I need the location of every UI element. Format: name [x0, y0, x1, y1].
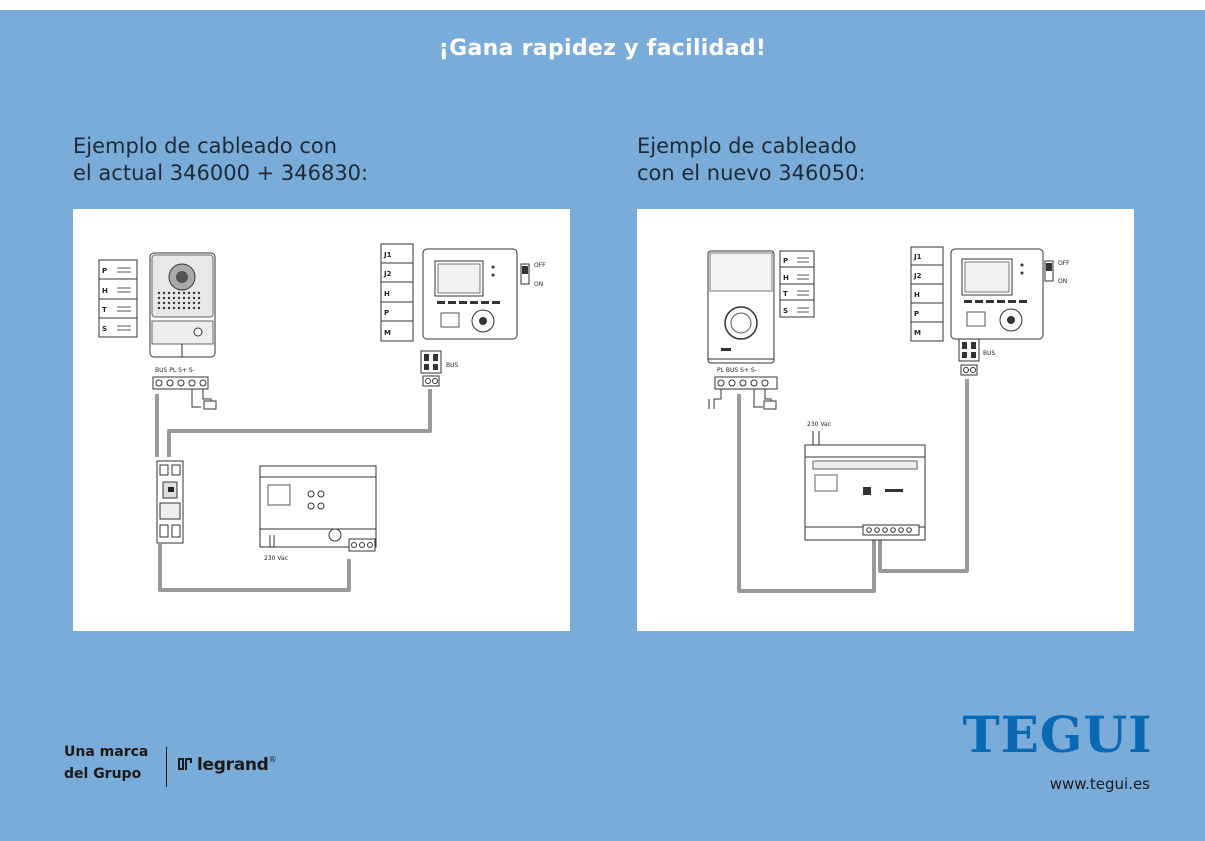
key-label: H — [783, 274, 789, 282]
monitor-bus-connector — [958, 338, 980, 376]
registered-mark: ® — [268, 755, 277, 764]
key-label: T — [102, 306, 107, 314]
caption-line-1: Ejemplo de cableado — [637, 134, 857, 158]
marca-line-1: Una marca — [64, 744, 149, 760]
monitor-key-label: H — [384, 290, 390, 298]
key-label: S — [783, 307, 788, 315]
door-panel-key-card: P H T S — [779, 250, 815, 318]
power-supply-module — [259, 465, 377, 552]
caption-current-wiring: Ejemplo de cableado con el actual 346000… — [73, 133, 368, 187]
video-monitor — [422, 248, 518, 340]
aux-wires — [708, 389, 722, 409]
page-title: ¡Gana rapidez y facilidad! — [438, 36, 767, 61]
power-supply-module — [804, 444, 926, 541]
key-label: P — [783, 257, 788, 265]
mains-wires — [812, 431, 820, 445]
legrand-logo: legrand® — [177, 755, 277, 775]
legrand-wordmark: legrand — [197, 755, 269, 775]
bus-wires — [737, 379, 969, 593]
switch-on-label: ON — [1058, 278, 1067, 285]
wiring-diagram-current: P H T S — [73, 209, 570, 631]
terminal-labels: PL BUS S+ S- — [717, 367, 757, 374]
key-label: P — [102, 267, 107, 275]
speaker-grille-icon — [157, 291, 201, 310]
monitor-key-label: J1 — [383, 251, 392, 259]
monitor-key-label: M — [914, 329, 921, 337]
legrand-logo-icon — [178, 758, 192, 770]
bus-label: BUS — [446, 362, 459, 369]
bus-adapter-module — [156, 460, 184, 544]
switch-off-label: OFF — [534, 262, 546, 269]
monitor-key-label: P — [914, 310, 919, 318]
terminal-block — [714, 376, 778, 390]
door-panel-key-card: P H T S — [98, 259, 138, 338]
caption-new-wiring: Ejemplo de cableado con el nuevo 346050: — [637, 133, 866, 187]
wiring-diagram-new-svg: P H T S PL BUS S+ S- 230 Vac — [707, 246, 1070, 593]
monitor-key-label: J1 — [913, 253, 922, 261]
brand-group-text: Una marca del Grupo — [64, 741, 148, 785]
wiring-diagram-new: P H T S PL BUS S+ S- 230 Vac — [637, 209, 1134, 631]
marca-line-2: del Grupo — [64, 766, 142, 782]
wire-adapter-to-monitor — [167, 389, 432, 457]
key-label: S — [102, 325, 107, 333]
wiring-diagram-current-svg: P H T S — [98, 243, 546, 592]
lock-connector — [763, 400, 777, 410]
bus-wires — [155, 389, 432, 592]
caption-line-2: con el nuevo 346050: — [637, 161, 866, 185]
switch-off-label: OFF — [1058, 260, 1070, 267]
wire-adapter-to-psu — [158, 544, 351, 592]
terminal-block — [152, 376, 209, 390]
switch-on-label: ON — [534, 281, 543, 288]
bus-label: BUS — [983, 350, 996, 357]
mains-wires — [269, 535, 275, 547]
monitor-key-label: M — [384, 329, 391, 337]
monitor-key-card: J1 J2 H P M — [910, 246, 944, 342]
website-link[interactable]: www.tegui.es — [1049, 775, 1150, 793]
monitor-key-card: J1 J2 H P M — [380, 243, 414, 342]
tegui-logo: TEGUI — [962, 705, 1153, 764]
monitor-key-label: H — [914, 291, 920, 299]
caption-line-2: el actual 346000 + 346830: — [73, 161, 369, 185]
door-entry-panel — [707, 250, 775, 364]
monitor-key-label: J2 — [383, 270, 392, 278]
key-label: H — [102, 287, 108, 295]
monitor-key-label: J2 — [913, 272, 922, 280]
caption-line-1: Ejemplo de cableado con — [73, 134, 338, 158]
video-monitor — [950, 248, 1044, 340]
mains-voltage-label: 230 Vac — [264, 555, 288, 562]
wire-panel-to-psu — [737, 394, 876, 593]
footer-divider — [166, 747, 167, 787]
monitor-bus-connector — [420, 350, 442, 387]
key-label: T — [783, 290, 788, 298]
mains-voltage-label: 230 Vac — [807, 421, 831, 428]
wire-psu-to-monitor — [878, 379, 969, 573]
lock-connector — [203, 400, 217, 410]
monitor-key-label: P — [384, 309, 389, 317]
terminal-labels: BUS PL S+ S- — [155, 367, 195, 374]
door-entry-panel — [149, 252, 216, 358]
